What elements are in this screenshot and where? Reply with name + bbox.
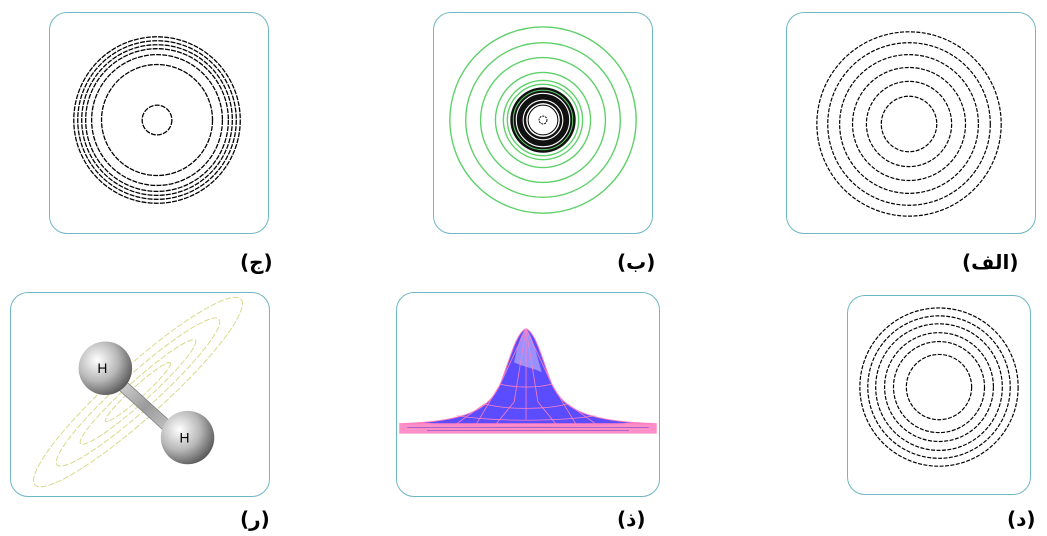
tight-ring-contours-icon	[73, 36, 241, 204]
panel-re: H H	[10, 292, 270, 497]
panel-dal	[847, 295, 1031, 495]
dense-core-contours-icon	[449, 26, 637, 214]
label-zal: (ذ)	[617, 507, 646, 531]
concentric-circles-icon	[816, 31, 1002, 217]
panel-alef	[786, 12, 1036, 234]
h2-molecule-icon: H H	[33, 296, 243, 488]
atom-h1	[78, 341, 133, 395]
label-alef: (الف)	[962, 250, 1019, 274]
gaussian-surface-icon	[399, 328, 657, 434]
atom-h1-label: H	[97, 360, 107, 376]
label-be: (ب)	[617, 250, 656, 274]
label-jim: (ج)	[240, 250, 273, 274]
concentric-circles-small-icon	[859, 307, 1019, 467]
panel-zal	[396, 292, 660, 497]
label-re: (ر)	[240, 507, 270, 531]
atom-h2-label: H	[180, 430, 190, 446]
atom-h2	[160, 410, 215, 465]
panel-be	[433, 12, 653, 234]
label-dal: (د)	[1007, 507, 1036, 531]
panel-jim	[49, 12, 269, 234]
